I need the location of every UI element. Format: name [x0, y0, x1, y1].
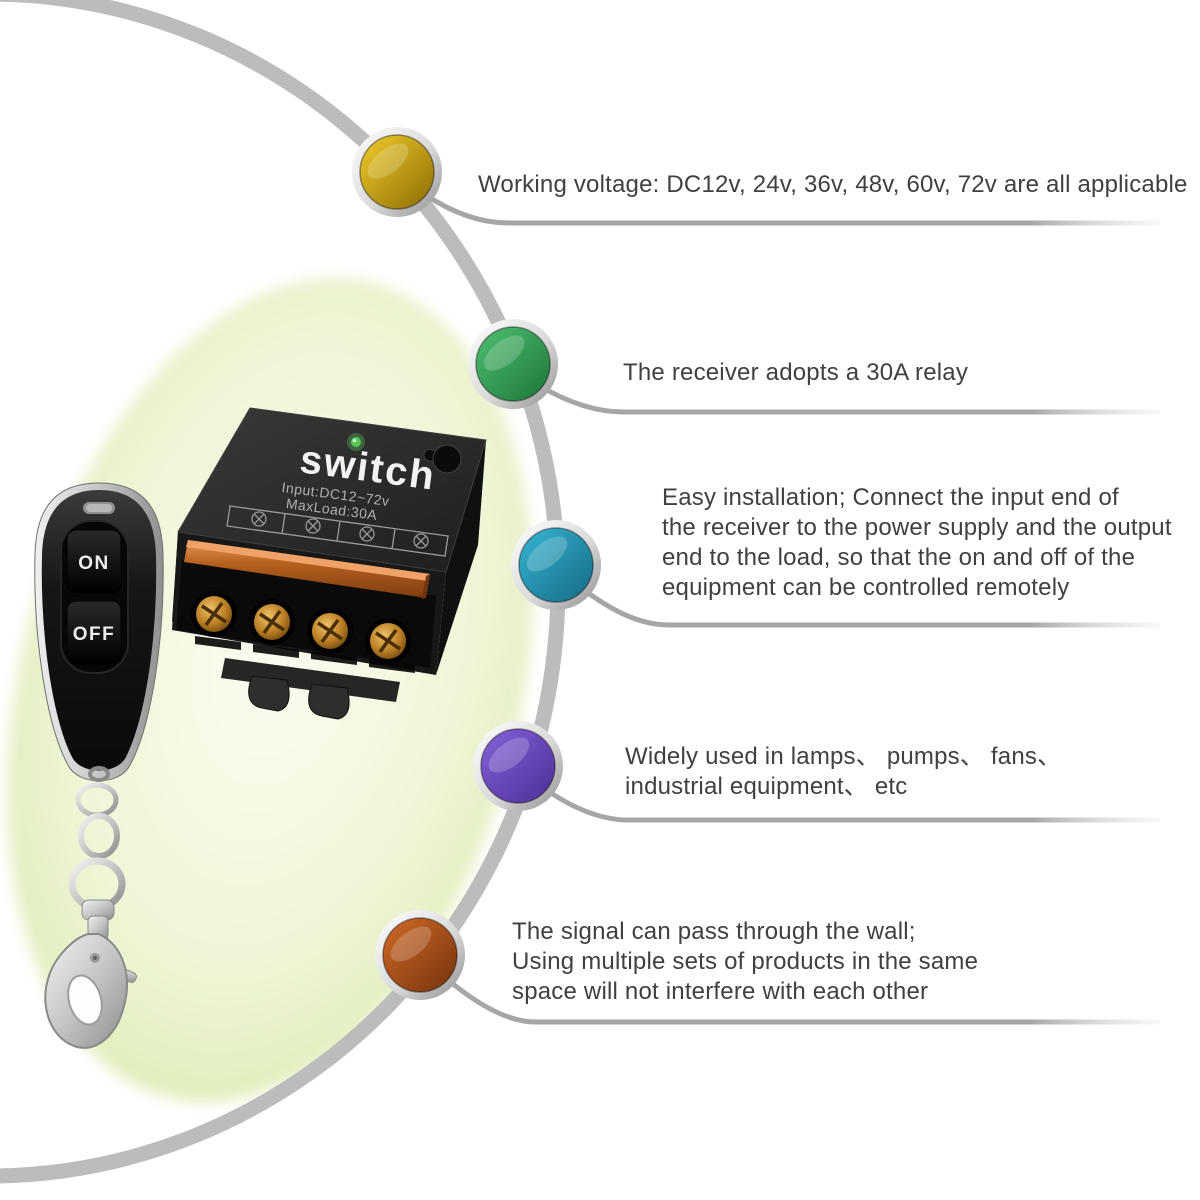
- callout-line-1: [421, 191, 1161, 226]
- receiver-terminal-strip: [226, 505, 449, 557]
- receiver-rail-clip: [221, 658, 400, 720]
- callout-line-3: [580, 586, 1161, 628]
- feature-text-working-voltage: Working voltage: DC12v, 24v, 36v, 48v, 6…: [478, 170, 1188, 200]
- remote-image: ON OFF: [34, 482, 164, 782]
- terminal-screws: [191, 591, 411, 664]
- callout-line-4: [542, 786, 1161, 823]
- remote-off-label: OFF: [73, 624, 116, 645]
- terminal-screw: [191, 591, 237, 637]
- feature-line: Working voltage: DC12v, 24v, 36v, 48v, 6…: [478, 171, 1188, 198]
- remote-on-button: ON: [66, 529, 122, 594]
- remote-off-button: OFF: [66, 600, 122, 665]
- receiver-image: switch Input:DC12~72v MaxLoad:30A: [172, 407, 487, 720]
- terminal-screw: [249, 599, 295, 645]
- feature-text-widely-used: Widely used in lamps、 pumps、 fans、 indus…: [625, 742, 1061, 802]
- keyring: [78, 813, 120, 859]
- feature-bullet-relay: [468, 319, 558, 409]
- callout-line-2: [537, 383, 1161, 415]
- remote-lanyard-hole: [88, 766, 110, 782]
- terminal-screw: [307, 608, 353, 654]
- feature-bullet-easy-installation: [511, 520, 601, 610]
- lobster-clasp: [44, 933, 137, 1049]
- feature-text-relay: The receiver adopts a 30A relay: [623, 358, 968, 388]
- feature-bullet-working-voltage: [352, 127, 442, 217]
- feature-line: Widely used in lamps、 pumps、 fans、: [625, 743, 1062, 770]
- feature-bullet-signal: [375, 910, 465, 1000]
- feature-line: Easy installation; Connect the input end…: [662, 484, 1119, 511]
- terminal-screw: [365, 618, 411, 664]
- receiver-button: [423, 444, 462, 474]
- feature-line: the receiver to the power supply and the…: [662, 514, 1172, 541]
- remote-led-window: [83, 502, 115, 514]
- callout-line-5: [444, 976, 1161, 1025]
- feature-line: Using multiple sets of products in the s…: [512, 948, 979, 975]
- feature-line: industrial equipment、 etc: [625, 773, 908, 800]
- feature-line: equipment can be controlled remotely: [662, 574, 1070, 601]
- remote-on-label: ON: [78, 553, 110, 574]
- feature-line: space will not interfere with each other: [512, 978, 929, 1005]
- feature-bullet-widely-used: [473, 721, 563, 811]
- terminal-screw-glyphs: [251, 511, 429, 549]
- feature-line: The signal can pass through the wall;: [512, 918, 916, 945]
- copper-busbar: [184, 540, 430, 599]
- receiver-led: [347, 433, 365, 451]
- feature-text-easy-installation: Easy installation; Connect the input end…: [662, 483, 1172, 603]
- feature-line: end to the load, so that the on and off …: [662, 544, 1136, 571]
- keychain: [44, 782, 137, 1049]
- feature-line: The receiver adopts a 30A relay: [623, 359, 969, 386]
- receiver-vents: [195, 636, 415, 673]
- feature-text-signal: The signal can pass through the wall; Us…: [512, 917, 978, 1007]
